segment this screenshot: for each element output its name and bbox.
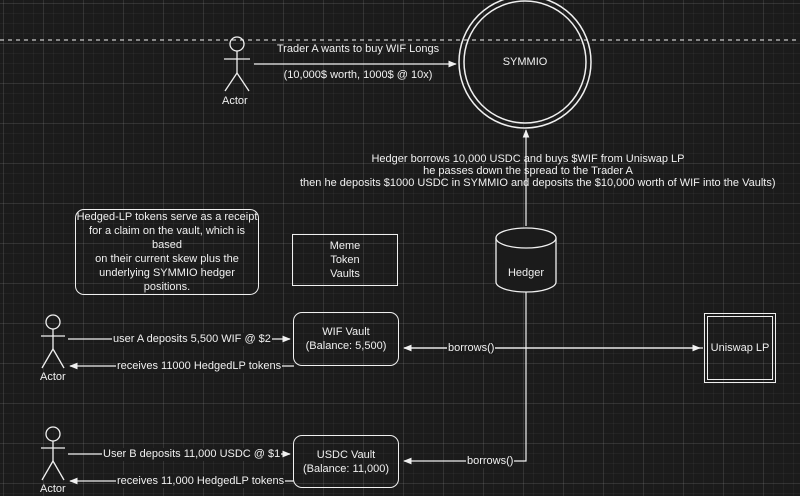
user-a-deposit-label: user A deposits 5,500 WIF @ $2 (112, 333, 272, 346)
hedger-note-line1: Hedger borrows 10,000 USDC and buys $WIF… (371, 153, 685, 165)
wif-vault-title: WIF Vault (322, 326, 370, 338)
user-a-actor-icon[interactable] (41, 314, 65, 369)
usdc-vault-balance: (Balance: 11,000) (302, 462, 390, 475)
uniswap-lp-box[interactable]: Uniswap LP (704, 313, 776, 383)
wif-vault-box[interactable]: WIF Vault (Balance: 5,500) (293, 312, 399, 366)
hedged-lp-info-note[interactable]: Hedged-LP tokens serve as a receipt for … (75, 209, 259, 295)
hedger-borrows-usdc-edge[interactable] (403, 292, 527, 465)
borrows-usdc-label: borrows() (466, 455, 515, 468)
user-a-receive-label: receives 11000 HedgedLP tokens (116, 360, 283, 373)
borrows-wif-label: borrows() (447, 342, 496, 355)
hedger-note-line3: then he deposits $1000 USDC in SYMMIO an… (300, 177, 776, 189)
uniswap-lp-label: Uniswap LP (710, 342, 770, 354)
trader-actor-label: Actor (222, 95, 248, 107)
wif-vault-balance: (Balance: 5,500) (305, 340, 387, 352)
usdc-vault-box[interactable]: USDC Vault (Balance: 11,000) (293, 435, 399, 488)
trader-flow-line2: (10,000$ worth, 1000$ @ 10x) (283, 69, 433, 81)
symmio-node[interactable] (458, 0, 592, 129)
hedger-note-line2: he passes down the spread to the Trader … (423, 165, 633, 177)
meme-token-vaults-box[interactable]: Meme Token Vaults (292, 234, 398, 286)
user-b-deposit-label: User B deposits 11,000 USDC @ $1 (102, 448, 282, 461)
usdc-vault-title: USDC Vault (316, 448, 376, 461)
hedger-label: Hedger (507, 267, 545, 279)
trader-flow-line1: Trader A wants to buy WIF Longs (276, 43, 440, 55)
user-a-actor-label: Actor (40, 371, 66, 383)
trader-actor-icon[interactable] (224, 36, 250, 92)
user-b-actor-icon[interactable] (41, 426, 65, 481)
user-b-receive-label: receives 11,000 HedgedLP tokens (116, 475, 286, 488)
hedger-cylinder[interactable] (495, 227, 557, 293)
user-b-actor-label: Actor (40, 483, 66, 495)
symmio-label: SYMMIO (502, 56, 548, 68)
